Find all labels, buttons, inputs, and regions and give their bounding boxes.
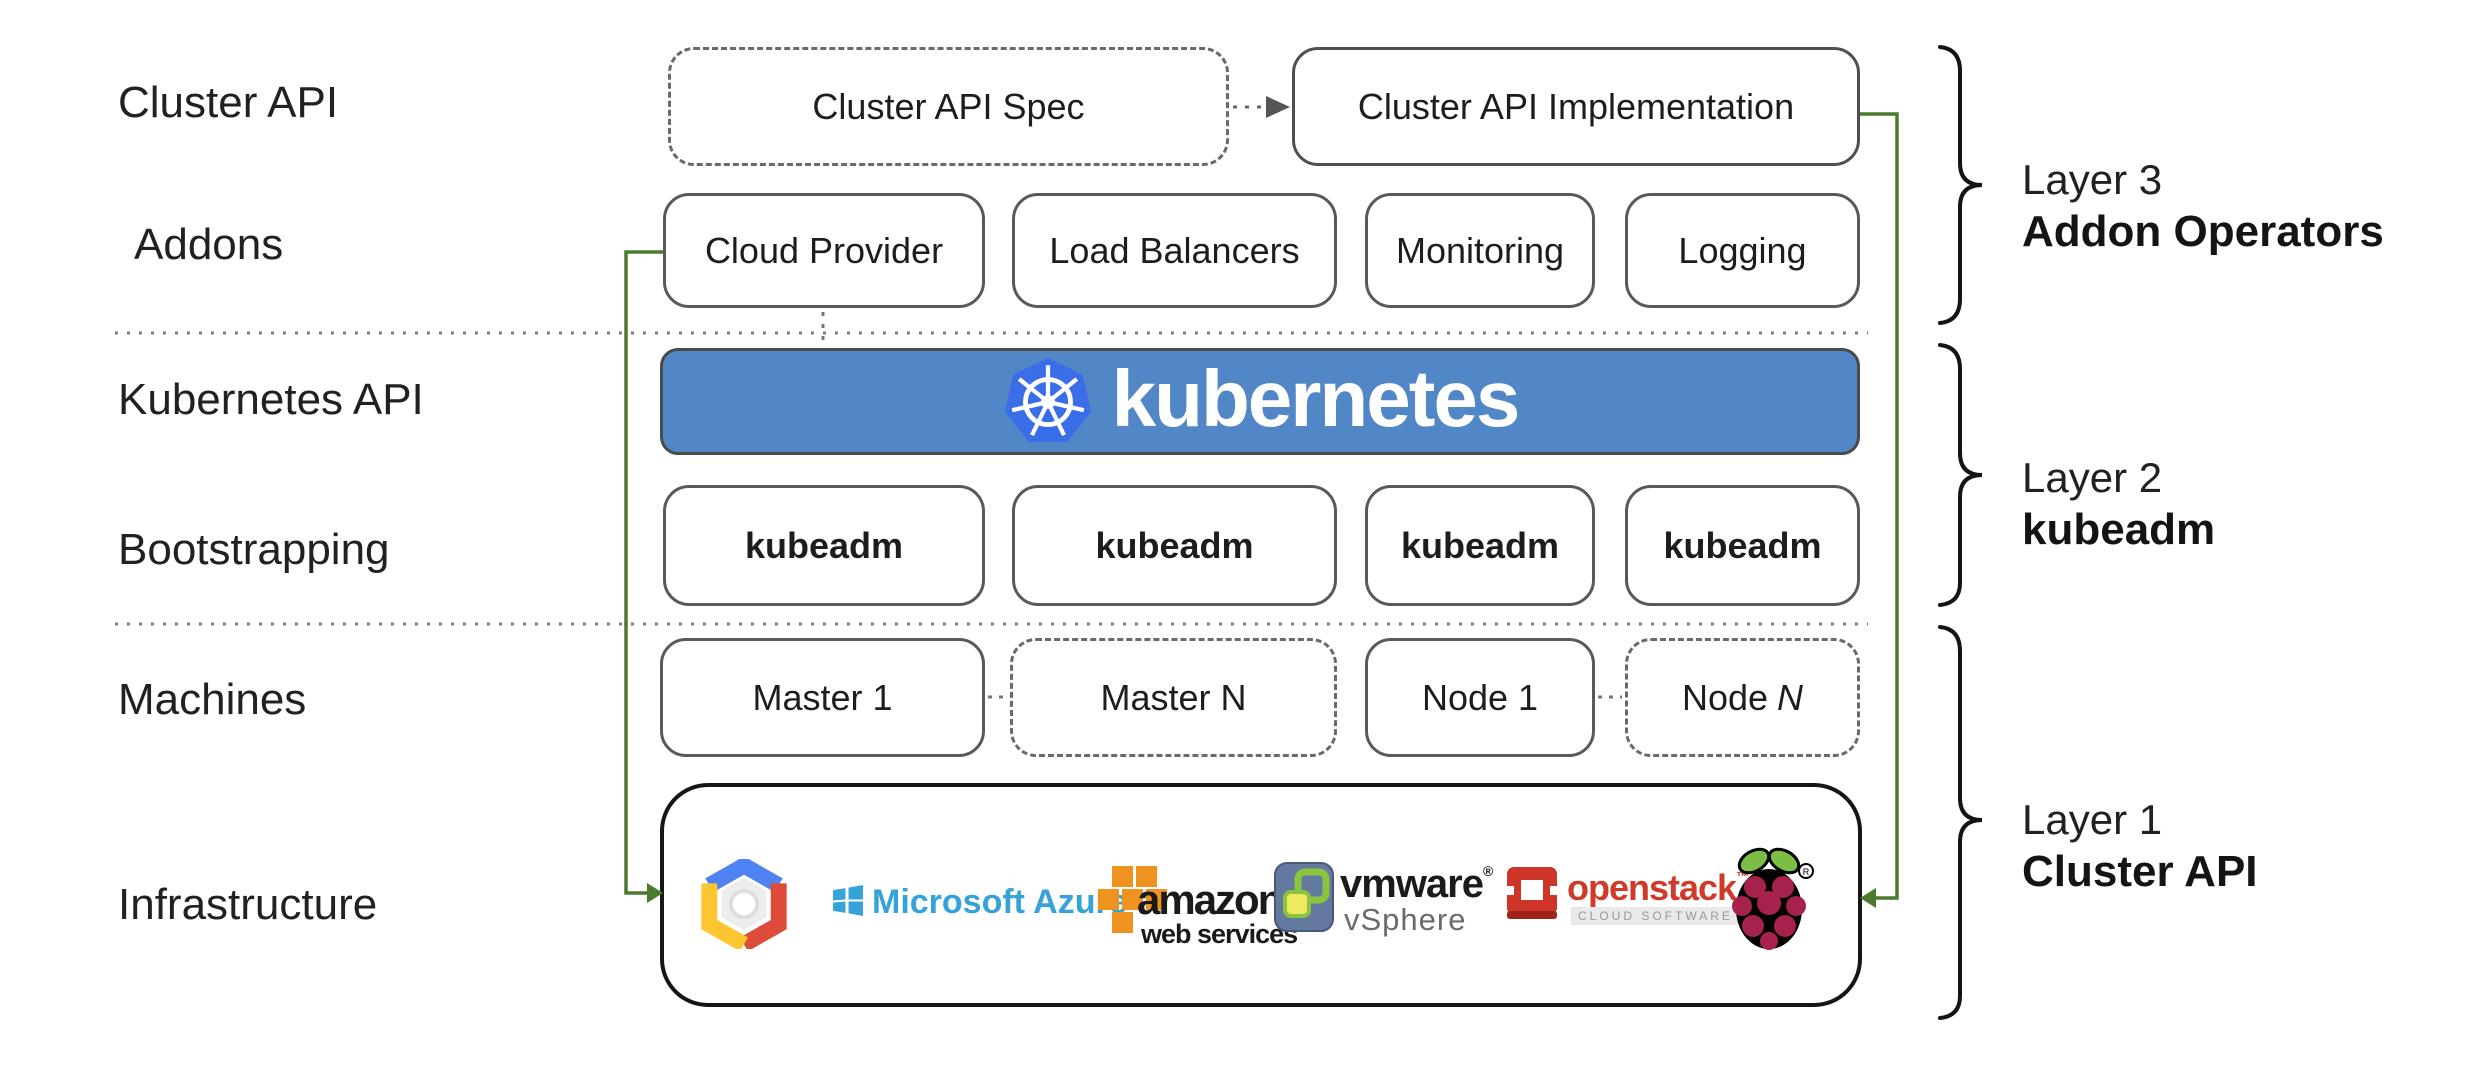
layer-1-brace bbox=[1938, 625, 1983, 1020]
row-label-cluster-api: Cluster API bbox=[118, 78, 339, 127]
implementation-to-infrastructure-green-line bbox=[1860, 112, 1899, 900]
row-label-kubernetes-api: Kubernetes API bbox=[118, 375, 424, 424]
kubeadm-box-1: kubeadm bbox=[663, 485, 985, 606]
cluster-api-implementation-box: Cluster API Implementation bbox=[1292, 47, 1860, 166]
vmware-vsphere-icon bbox=[1274, 862, 1334, 932]
vsphere-text: vSphere bbox=[1344, 902, 1467, 937]
kubernetes-wordmark: kubernetes bbox=[1111, 353, 1521, 443]
cluster-api-spec-box: Cluster API Spec bbox=[668, 47, 1229, 166]
row-label-machines: Machines bbox=[118, 675, 307, 724]
raspberry-pi-logo-icon: R bbox=[1726, 845, 1814, 953]
kubeadm-box-4: kubeadm bbox=[1625, 485, 1860, 606]
kubernetes-banner: kubernetes bbox=[660, 348, 1860, 455]
row-label-addons: Addons bbox=[134, 220, 284, 269]
openstack-text: openstack bbox=[1567, 867, 1737, 908]
kubeadm-box-2: kubeadm bbox=[1012, 485, 1337, 606]
vmware-registered-mark: ® bbox=[1482, 863, 1493, 879]
kubernetes-wheel-logo-icon bbox=[1002, 354, 1094, 450]
infrastructure-providers-box: Microsoft Azure amazon web services bbox=[660, 783, 1862, 1007]
vmware-text: vmware bbox=[1340, 862, 1484, 906]
green-arrowhead-right-icon bbox=[1860, 888, 1876, 908]
machine-box-master-1: Master 1 bbox=[660, 638, 985, 757]
microsoft-azure-logo-text: Microsoft Azure bbox=[872, 883, 1128, 921]
layer-2-title: Layer 2 bbox=[2022, 454, 2163, 501]
addon-box-logging: Logging bbox=[1625, 193, 1860, 308]
vmware-logo-text: vmware® bbox=[1340, 862, 1493, 906]
layer-1-title: Layer 1 bbox=[2022, 796, 2163, 843]
svg-text:R: R bbox=[1803, 867, 1810, 877]
layer-1-subtitle: Cluster API bbox=[2022, 847, 2258, 896]
addon-box-monitoring: Monitoring bbox=[1365, 193, 1595, 308]
google-cloud-logo-icon bbox=[697, 859, 791, 949]
addon-box-cloud-provider: Cloud Provider bbox=[663, 193, 985, 308]
kubeadm-box-3: kubeadm bbox=[1365, 485, 1595, 606]
openstack-icon bbox=[1507, 867, 1559, 923]
openstack-logo-text: openstack™ bbox=[1567, 867, 1749, 908]
aws-amazon-text: amazon bbox=[1137, 876, 1283, 923]
openstack-cloud-software-text: CLOUD SOFTWARE bbox=[1571, 907, 1740, 925]
aws-web-services-text: web services bbox=[1141, 919, 1298, 949]
addon-box-load-balancers: Load Balancers bbox=[1012, 193, 1337, 308]
machine-box-node-n-italic: N bbox=[1777, 676, 1804, 718]
layer-3-brace bbox=[1938, 45, 1983, 325]
machine-box-node-1: Node 1 bbox=[1365, 638, 1595, 757]
spec-to-implementation-arrowhead-icon bbox=[1266, 96, 1290, 118]
machine-box-master-n: Master N bbox=[1010, 638, 1337, 757]
microsoft-azure-flag-icon bbox=[831, 884, 864, 917]
layer-3-subtitle: Addon Operators bbox=[2022, 207, 2384, 256]
aws-cubes-icon bbox=[1094, 866, 1172, 936]
row-label-bootstrapping: Bootstrapping bbox=[118, 525, 390, 574]
layer-2-brace bbox=[1938, 343, 1983, 607]
cloud-provider-to-infrastructure-green-line bbox=[624, 250, 663, 895]
layer-2-subtitle: kubeadm bbox=[2022, 505, 2216, 554]
row-label-infrastructure: Infrastructure bbox=[118, 880, 378, 929]
machine-box-node-n-prefix: Node bbox=[1681, 676, 1769, 718]
layer-3-title: Layer 3 bbox=[2022, 156, 2163, 203]
